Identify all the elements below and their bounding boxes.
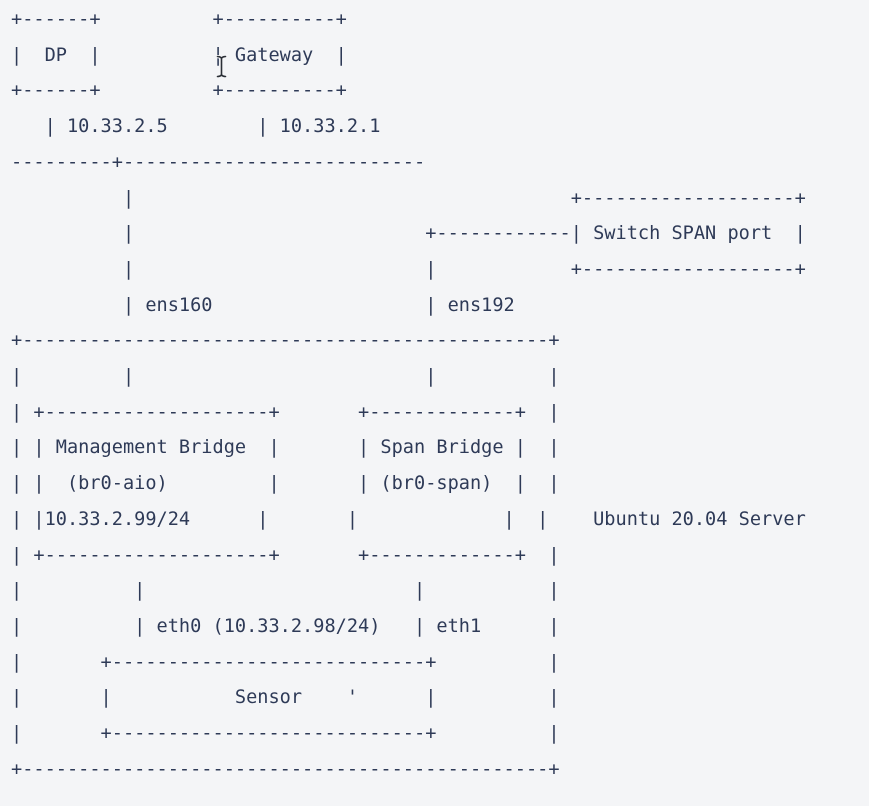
code-block: +------+ +----------+ | DP | | Gateway |…: [11, 9, 806, 780]
ascii-network-diagram: +------+ +----------+ | DP | | Gateway |…: [11, 9, 806, 780]
